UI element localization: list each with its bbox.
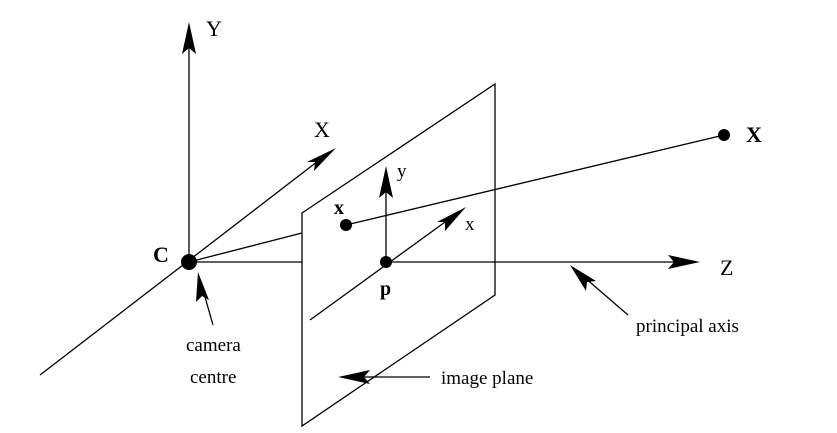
label-point-C: C <box>153 242 169 267</box>
image-x-axis-line <box>309 216 453 321</box>
label-image-plane: image plane <box>441 368 533 389</box>
image-plane-pointer-head <box>338 370 370 384</box>
label-principal-axis: principal axis <box>636 316 739 337</box>
label-point-X: X <box>746 122 762 147</box>
label-axis-Z: Z <box>720 255 733 280</box>
image-plane <box>301 82 496 428</box>
ray-x-to-X <box>345 134 725 226</box>
principal-point-dot <box>380 256 392 268</box>
camera-centre-dot <box>181 254 197 270</box>
label-camera-centre-line1: camera <box>186 335 241 356</box>
label-point-p: p <box>380 278 391 300</box>
x-axis-line <box>39 157 323 376</box>
z-axis-arrowhead <box>668 255 700 269</box>
label-camera-centre-line2: centre <box>190 367 236 388</box>
camera-centre-pointer-head <box>196 272 209 302</box>
label-image-axis-y: y <box>397 161 407 182</box>
y-axis-arrowhead <box>182 22 196 54</box>
image-y-axis-arrowhead <box>379 166 393 198</box>
principal-axis-pointer-line <box>583 276 629 316</box>
label-axis-Y: Y <box>206 16 222 41</box>
label-image-axis-x: x <box>465 214 475 235</box>
ray-c-to-plane <box>188 232 303 263</box>
world-point-dot <box>718 129 730 141</box>
principal-axis-pointer-head <box>570 265 596 291</box>
label-point-x: x <box>334 197 344 219</box>
image-point-dot <box>340 219 352 231</box>
image-x-axis-arrowhead <box>437 207 466 231</box>
label-axis-X: X <box>314 117 330 142</box>
x-axis-arrowhead <box>307 148 336 171</box>
